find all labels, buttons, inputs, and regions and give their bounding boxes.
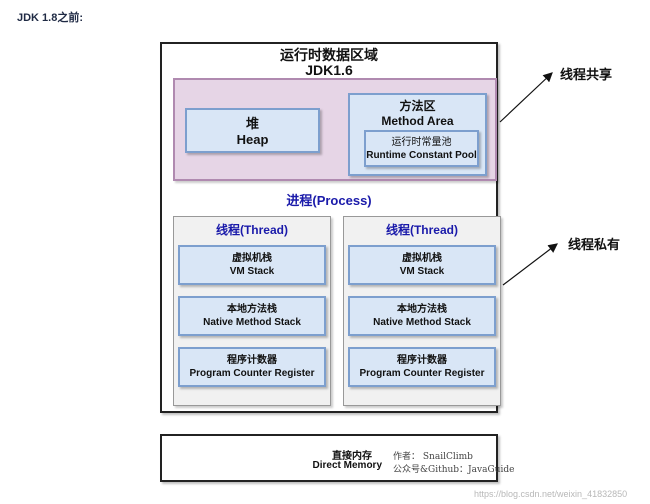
thread-title: 线程(Thread)	[385, 223, 458, 237]
watermark-text: https://blog.csdn.net/weixin_41832850	[474, 489, 628, 499]
author-github-line: 公众号&Github：JavaGuide	[393, 465, 515, 475]
pc-register-en-label: Program Counter Register	[359, 368, 485, 379]
constant-pool-box: 运行时常量池 Runtime Constant Pool	[364, 130, 479, 167]
native-stack-zh-label: 本地方法栈	[227, 304, 277, 315]
native-stack-box: 本地方法栈 Native Method Stack	[178, 296, 326, 336]
direct-memory-box: 直接内存 Direct Memory	[160, 434, 498, 482]
constant-pool-zh-label: 运行时常量池	[391, 137, 452, 148]
thread-shared-arrow	[499, 72, 553, 123]
thread-private-arrow	[502, 243, 558, 286]
method-area-zh-label: 方法区	[399, 99, 436, 113]
vm-stack-box: 虚拟机栈 VM Stack	[178, 245, 326, 285]
pc-register-en-label: Program Counter Register	[189, 368, 315, 379]
author-line: 作者： SnailClimb	[393, 452, 473, 462]
heap-zh-label: 堆	[245, 116, 259, 131]
direct-memory-en-label: Direct Memory	[312, 460, 382, 471]
heap-en-label: Heap	[236, 132, 269, 147]
thread-shared-label: 线程共享	[560, 67, 613, 82]
pc-register-box: 程序计数器 Program Counter Register	[348, 347, 496, 387]
method-area-en-label: Method Area	[381, 114, 454, 128]
pc-register-zh-label: 程序计数器	[397, 355, 447, 366]
pc-register-zh-label: 程序计数器	[227, 355, 277, 366]
pc-register-box: 程序计数器 Program Counter Register	[178, 347, 326, 387]
runtime-area-title: 运行时数据区域	[280, 47, 378, 63]
native-stack-en-label: Native Method Stack	[373, 317, 471, 328]
process-label: 进程(Process)	[286, 193, 372, 208]
thread-title: 线程(Thread)	[215, 223, 288, 237]
thread-private-label: 线程私有	[568, 237, 621, 252]
native-stack-en-label: Native Method Stack	[203, 317, 301, 328]
native-stack-zh-label: 本地方法栈	[397, 304, 447, 315]
author-credit: 作者： SnailClimb 公众号&Github：JavaGuide	[393, 451, 514, 477]
vm-stack-en-label: VM Stack	[229, 266, 275, 277]
vm-stack-zh-label: 虚拟机栈	[402, 253, 442, 264]
vm-stack-box: 虚拟机栈 VM Stack	[348, 245, 496, 285]
native-stack-box: 本地方法栈 Native Method Stack	[348, 296, 496, 336]
vm-stack-zh-label: 虚拟机栈	[232, 253, 272, 264]
constant-pool-en-label: Runtime Constant Pool	[366, 150, 477, 161]
heap-box: 堆 Heap	[185, 108, 320, 153]
direct-memory-zh-label: 直接内存	[332, 451, 372, 462]
vm-stack-en-label: VM Stack	[399, 266, 445, 277]
jdk-version-label: JDK1.6	[305, 62, 353, 78]
page-heading: JDK 1.8之前:	[17, 12, 84, 24]
